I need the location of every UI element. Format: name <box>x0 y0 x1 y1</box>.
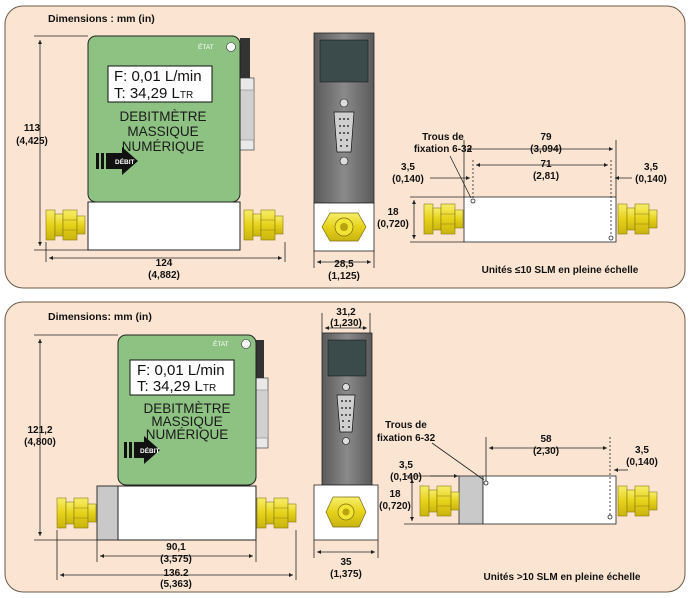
rear-latch <box>240 38 250 78</box>
etat-label: ÉTAT <box>198 42 214 51</box>
side-top-in: (1,230) <box>330 318 362 329</box>
offset-left-mm: 3,5 <box>401 162 415 173</box>
span-in: (2,81) <box>533 171 559 182</box>
height-mm: 121,2 <box>27 425 52 436</box>
flow-arrow-icon <box>96 147 138 175</box>
base-block <box>87 201 241 251</box>
inner-width-mm: 90,1 <box>166 542 186 553</box>
height-in: (4,425) <box>16 136 48 147</box>
base-view-bottom: Trous de fixation 6-32 58 (2,30) 3,5 (0,… <box>377 420 658 583</box>
display-flow-readout: F: 0,01 L/min <box>137 362 225 379</box>
height-mm: 113 <box>24 123 41 134</box>
lcd-display <box>107 65 213 103</box>
offset-left-in: (0,140) <box>392 174 424 185</box>
debit-label: DÉBIT <box>115 157 135 166</box>
width-mm: 124 <box>156 258 173 269</box>
side-width-in: (1,125) <box>328 271 360 282</box>
span-mm: 71 <box>540 159 552 170</box>
inner-width-in: (3,575) <box>160 554 192 565</box>
lcd-display <box>129 359 235 396</box>
side-view-top: 28,5 (1,125) <box>313 32 375 282</box>
db15-connector <box>336 394 356 433</box>
inner-width-dimension-bottom: 90,1 (3,575) <box>96 540 257 565</box>
brand-line-1: DEBITMÈTRE <box>143 401 230 416</box>
display-total-readout: T: 34,29 LTR <box>137 378 216 395</box>
height-dimension-top: 113 (4,425) <box>16 35 88 251</box>
panel-top: Dimensions : mm (in) ÉTAT F: 0,01 L/min … <box>4 5 686 289</box>
base-plate <box>463 196 617 243</box>
base-end-cap <box>458 475 484 525</box>
connector-screw-bottom <box>339 156 349 166</box>
offset-right-in: (0,140) <box>626 457 658 468</box>
width-mm: 136.2 <box>163 568 188 579</box>
side-width-in: (1,375) <box>330 569 362 580</box>
brand-line-3: NUMÉRIQUE <box>122 139 205 154</box>
span-in: (2,30) <box>533 446 559 457</box>
width-dimension-top: 124 (4,882) <box>45 242 286 281</box>
holes-leader <box>449 155 472 199</box>
holes-label-1: Trous de <box>422 132 464 143</box>
offset-right-mm: 3,5 <box>644 162 658 173</box>
width-in: (5,363) <box>160 579 192 590</box>
front-view-top: ÉTAT F: 0,01 L/min T: 34,29 LTR DEBITMÈT… <box>45 35 284 251</box>
side-view-bottom: 31,2 (1,230) 35 (1,375) <box>313 307 379 580</box>
flow-arrow-icon <box>124 436 160 464</box>
caption-top: Unités ≤10 SLM en pleine échelle <box>482 265 639 276</box>
mounting-hole-right <box>607 514 613 520</box>
base-height-in: (0,720) <box>379 501 411 512</box>
offset-left-in: (0,140) <box>390 472 422 483</box>
display-total-readout: T: 34,29 LTR <box>114 85 193 102</box>
brand-line-3: NUMÉRIQUE <box>146 427 229 442</box>
side-panel-dark <box>319 39 369 83</box>
debit-label: DÉBIT <box>140 446 160 455</box>
width-dimension-bottom: 136.2 (5,363) <box>56 530 297 590</box>
holes-leader <box>431 442 485 481</box>
mounting-hole-left <box>483 480 489 486</box>
total-mm: 79 <box>540 132 552 143</box>
offset-left-mm: 3,5 <box>399 460 413 471</box>
mounting-hole-right <box>608 235 614 241</box>
holes-label-1: Trous de <box>385 420 427 431</box>
side-width-mm: 35 <box>340 557 352 568</box>
total-in: (3,094) <box>530 144 562 155</box>
side-width-mm: 28,5 <box>334 259 354 270</box>
holes-label-2: fixation 6-32 <box>377 433 436 444</box>
caption-bottom: Unités >10 SLM en pleine échelle <box>483 572 640 583</box>
base-height-mm: 18 <box>389 489 401 500</box>
width-in: (4,882) <box>148 270 180 281</box>
side-top-mm: 31,2 <box>336 307 356 318</box>
etat-label: ÉTAT <box>213 339 229 348</box>
dimensions-label: Dimensions : mm (in) <box>48 13 155 25</box>
offset-right-mm: 3,5 <box>635 445 649 456</box>
height-dimension-bottom: 121,2 (4,800) <box>24 334 118 541</box>
etat-led <box>226 42 236 52</box>
front-view-bottom: ÉTAT F: 0,01 L/min T: 34,29 LTR DEBITMÈT… <box>56 334 297 541</box>
span-mm: 58 <box>540 434 552 445</box>
brand-line-2: MASSIQUE <box>151 414 222 429</box>
brand-line-2: MASSIQUE <box>127 124 198 139</box>
base-view-top: Trous de fixation 6-32 79 (3,094) 71 (2,… <box>377 132 667 276</box>
side-panel-dark <box>327 339 367 377</box>
base-plate <box>482 475 617 525</box>
holes-label-2: fixation 6-32 <box>414 144 473 155</box>
mounting-hole-left <box>470 198 476 204</box>
brand-line-1: DEBITMÈTRE <box>119 109 206 124</box>
etat-led <box>241 339 251 349</box>
dimensions-label: Dimensions: mm (in) <box>48 311 152 323</box>
base-height-in: (0,720) <box>377 219 409 230</box>
base-height-mm: 18 <box>387 207 399 218</box>
base-end-cap <box>96 485 119 541</box>
height-in: (4,800) <box>24 437 56 448</box>
display-flow-readout: F: 0,01 L/min <box>114 68 202 85</box>
connector-screw-top <box>339 98 349 108</box>
base-block <box>117 485 257 541</box>
offset-right-in: (0,140) <box>635 174 667 185</box>
panel-bottom: Dimensions: mm (in) ÉTAT F: 0,01 L/min T… <box>4 301 686 593</box>
